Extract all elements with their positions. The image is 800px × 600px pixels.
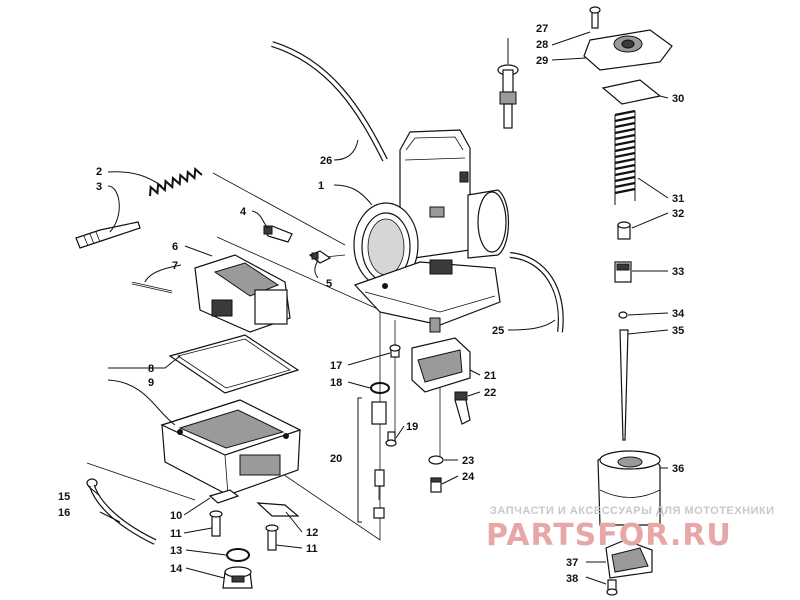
- callout-3: 3: [96, 181, 102, 193]
- callout-15: 15: [58, 491, 70, 503]
- drain-plug-part-14: [222, 566, 253, 589]
- callout-34: 34: [672, 308, 685, 320]
- cover-part-21: [411, 337, 471, 393]
- callout-27: 27: [536, 23, 548, 35]
- callout-16: 16: [58, 507, 70, 519]
- carburetor-body-part-1: [353, 129, 509, 333]
- screw-part-19: [385, 431, 397, 447]
- callout-14: 14: [170, 563, 183, 575]
- screw-part-28: [589, 6, 601, 29]
- callout-labels: 1 2 3 4 5 6 7 8 9 10 11 11 12 13 14 15 1…: [58, 23, 685, 585]
- callout-13: 13: [170, 545, 182, 557]
- throttle-slide-part-36: [597, 450, 661, 526]
- needle-seat-assembly-part-20: [371, 401, 387, 519]
- callout-5: 5: [326, 278, 332, 290]
- slide-spring-part-31: [614, 109, 636, 205]
- air-jet-part-5: [308, 250, 332, 264]
- idle-screw-part-3: [75, 221, 141, 249]
- o-ring-part-13: [226, 548, 250, 562]
- washer-part-23: [428, 455, 444, 465]
- bowl-gasket-part-8: [168, 334, 300, 394]
- callout-36: 36: [672, 463, 684, 475]
- starter-plunger-part-27: [497, 64, 519, 129]
- callout-6: 6: [172, 241, 178, 253]
- watermark-caption: ЗАПЧАСТИ И АКСЕССУАРЫ ДЛЯ МОТОТЕХНИКИ: [490, 505, 775, 517]
- bowl-tube-part-16: [89, 484, 157, 545]
- callout-35: 35: [672, 325, 684, 337]
- screw-part-11-left: [209, 510, 223, 537]
- callout-28: 28: [536, 39, 548, 51]
- callout-10: 10: [170, 510, 182, 522]
- callout-8: 8: [148, 363, 154, 375]
- bracket-part-10: [208, 489, 240, 504]
- callout-30: 30: [672, 93, 684, 105]
- callout-11b: 11: [306, 543, 318, 555]
- callout-31: 31: [672, 193, 684, 205]
- callout-12: 12: [306, 527, 318, 539]
- callout-9: 9: [148, 377, 154, 389]
- callout-18: 18: [330, 377, 342, 389]
- drain-tube-part-25: [509, 252, 564, 333]
- callout-21: 21: [484, 370, 496, 382]
- top-cap-part-29: [583, 29, 673, 71]
- pilot-jet-part-4: [263, 225, 293, 243]
- vent-tube-part-26: [271, 41, 388, 162]
- bracket-line-part-20: [357, 397, 362, 523]
- float-part-6: [194, 254, 291, 333]
- callout-29: 29: [536, 55, 548, 67]
- callout-37: 37: [566, 557, 578, 569]
- callout-24: 24: [462, 471, 475, 483]
- spring-seat-part-32: [617, 221, 631, 240]
- float-pin-part-7: [131, 281, 173, 294]
- callout-4: 4: [240, 206, 247, 218]
- watermark-logo: PARTSFOR.RU: [486, 518, 732, 553]
- leader-lines: [87, 31, 669, 585]
- callout-11a: 11: [170, 528, 182, 540]
- callout-38: 38: [566, 573, 578, 585]
- callout-25: 25: [492, 325, 504, 337]
- callout-23: 23: [462, 455, 474, 467]
- bracket-part-12: [256, 502, 300, 517]
- callout-33: 33: [672, 266, 684, 278]
- main-jet-part-24: [430, 477, 442, 493]
- screw-part-38: [606, 579, 618, 596]
- float-bowl-part-9: [160, 399, 302, 496]
- o-ring-part-18: [370, 382, 390, 394]
- callout-32: 32: [672, 208, 684, 220]
- callout-7: 7: [172, 260, 178, 272]
- jet-needle-part-35: [619, 329, 629, 441]
- cap-gasket-part-30: [601, 79, 662, 105]
- callout-19: 19: [406, 421, 418, 433]
- main-jet-holder-part-22: [454, 391, 471, 425]
- screw-part-17: [389, 344, 401, 358]
- callout-2: 2: [96, 166, 102, 178]
- callout-17: 17: [330, 360, 342, 372]
- screw-part-11-right: [265, 524, 279, 551]
- callout-1: 1: [318, 180, 324, 192]
- callout-20: 20: [330, 453, 342, 465]
- slide-plate-part-37: [605, 539, 653, 579]
- clip-part-34: [618, 311, 628, 319]
- idle-spring-part-2: [149, 167, 203, 197]
- callout-26: 26: [320, 155, 332, 167]
- callout-22: 22: [484, 387, 496, 399]
- needle-holder-part-33: [614, 261, 632, 283]
